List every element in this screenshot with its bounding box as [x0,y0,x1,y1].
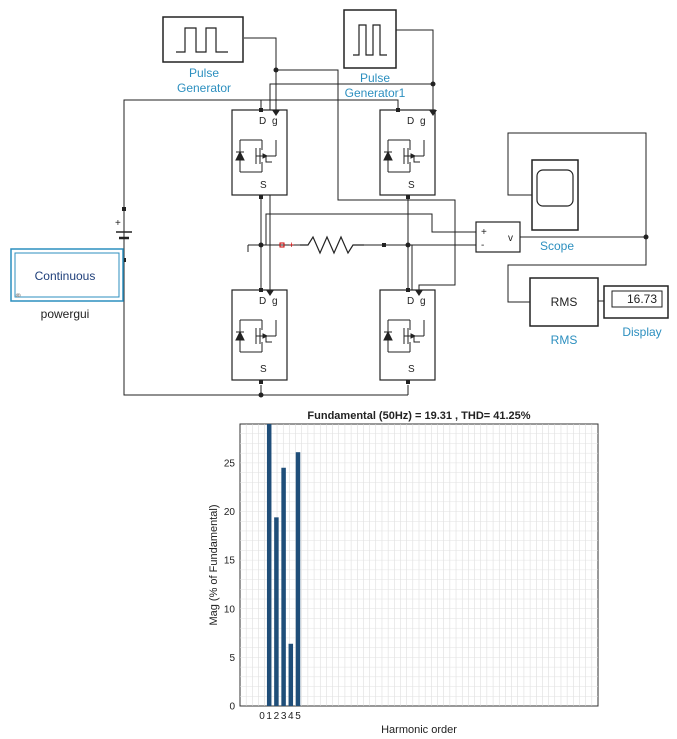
bar-harmonic-5 [295,452,301,706]
powergui-box-text: Continuous [35,269,96,283]
mosfet-s-label: S [408,180,415,191]
mosfet-symbol-icon [383,139,425,173]
resistor-plus-label: + [289,240,294,250]
y-tick-label: 0 [229,702,235,713]
pulse-generator-1-label-1: Pulse [360,71,390,85]
mosfet-symbol-icon [383,319,425,353]
mosfet-g-label: g [272,296,278,307]
x-tick-label: 1 [266,711,272,722]
mosfet-bottom-left[interactable]: D g S [231,289,288,381]
x-tick-label: 0 [259,711,265,722]
x-tick-label: 5 [295,711,301,722]
rms-box-text: RMS [551,295,578,309]
y-tick-label: 25 [224,458,236,469]
mosfet-d-label: D [259,296,266,307]
x-tick-label: 2 [274,711,280,722]
bar-harmonic-3 [281,467,286,706]
sum-output-label: v [508,233,513,244]
x-tick-label: 3 [281,711,287,722]
y-tick-label: 15 [224,556,236,567]
port-markers [122,108,410,384]
mosfet-d-label: D [407,116,414,127]
mosfet-top-left[interactable]: D g S [231,109,288,196]
mosfet-symbol-icon [235,139,277,173]
harmonic-spectrum-chart: Fundamental (50Hz) = 19.31 , THD= 41.25%… [208,410,599,736]
rms-label: RMS [551,333,578,347]
bar-harmonic-2 [274,517,279,706]
display-label: Display [622,325,661,339]
x-axis-label: Harmonic order [381,724,457,736]
sum-minus-label: - [481,240,484,251]
pulse-generator-block[interactable]: Pulse Generator [162,16,244,95]
gate-arrows [266,110,437,296]
x-tick-label: 4 [288,711,294,722]
wire-junctions [258,67,649,398]
display-block[interactable]: 16.73 Display [603,285,669,339]
rms-block[interactable]: RMS RMS [529,277,599,347]
mosfet-s-label: S [260,364,267,375]
display-value: 16.73 [627,292,657,306]
bars [266,424,301,706]
mosfet-d-label: D [259,116,266,127]
dc-source-plus-label: + [115,218,121,229]
powergui-label: powergui [41,307,90,321]
mosfet-bottom-right[interactable]: D g S [379,289,436,381]
mosfet-d-label: D [407,296,414,307]
link-icon: ⚭ [14,291,22,302]
dc-voltage-source[interactable]: + [115,211,132,258]
y-tick-label: 5 [229,653,235,664]
wiring [123,29,647,396]
bar-harmonic-1 [266,424,272,706]
scope-block[interactable]: Scope [531,159,579,253]
pulse-generator-label-1: Pulse [189,66,219,80]
mosfet-g-label: g [420,296,426,307]
sum-plus-label: + [481,227,487,238]
y-ticks: 0 5 10 15 20 25 [224,458,236,712]
mosfet-s-label: S [260,180,267,191]
bar-harmonic-4 [288,643,294,706]
y-tick-label: 20 [224,507,236,518]
pulse-generator-1-label-2: Generator1 [345,86,406,100]
powergui-block[interactable]: Continuous ⚭ powergui [10,248,124,321]
chart-title: Fundamental (50Hz) = 19.31 , THD= 41.25% [307,410,530,422]
pulse-generator-label-2: Generator [177,81,231,95]
mosfet-symbol-icon [235,319,277,353]
mosfet-g-label: g [420,116,426,127]
voltage-measurement-block[interactable]: + - v [475,221,521,253]
mosfet-top-right[interactable]: D g S [379,109,436,196]
resistor-load[interactable]: + [279,235,364,255]
y-tick-label: 10 [224,604,236,615]
mosfet-s-label: S [408,364,415,375]
pulse-generator-1-block[interactable]: Pulse Generator1 [343,9,406,100]
y-axis-label: Mag (% of Fundamental) [208,504,220,625]
scope-label: Scope [540,239,574,253]
mosfet-g-label: g [272,116,278,127]
